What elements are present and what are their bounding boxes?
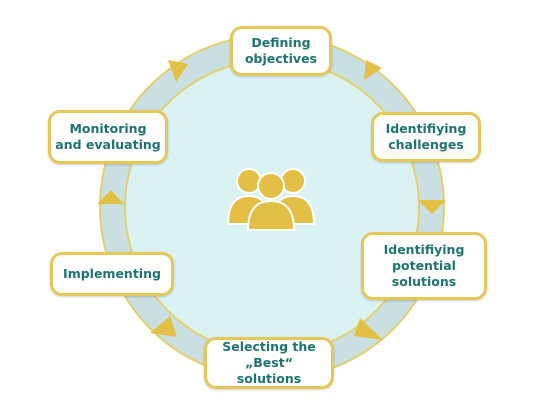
arrow-to-selecting-icon <box>354 318 383 340</box>
arrow-to-monitoring-icon <box>97 190 124 204</box>
person-right-head <box>280 168 306 194</box>
person-center-body <box>246 199 296 231</box>
person-center-head <box>257 172 285 200</box>
arrow-to-potential-icon <box>418 200 446 214</box>
arrow-to-implementing-icon <box>150 316 177 337</box>
person-left-head <box>236 168 262 194</box>
arrow-to-defining-icon <box>168 60 188 82</box>
step-defining-objectives: Defining objectives <box>230 26 332 76</box>
step-identifying-challenges: Identifiying challenges <box>371 112 481 162</box>
step-monitoring-and-evaluating: Monitoring and evaluating <box>48 110 168 164</box>
step-identifying-potential-solutions: Identifiying potential solutions <box>361 232 487 300</box>
group-people-icon <box>226 168 316 231</box>
step-selecting-best-solutions: Selecting the „Best“ solutions <box>204 337 334 389</box>
arrow-to-challenges-icon <box>364 60 382 80</box>
step-implementing: Implementing <box>50 252 174 296</box>
